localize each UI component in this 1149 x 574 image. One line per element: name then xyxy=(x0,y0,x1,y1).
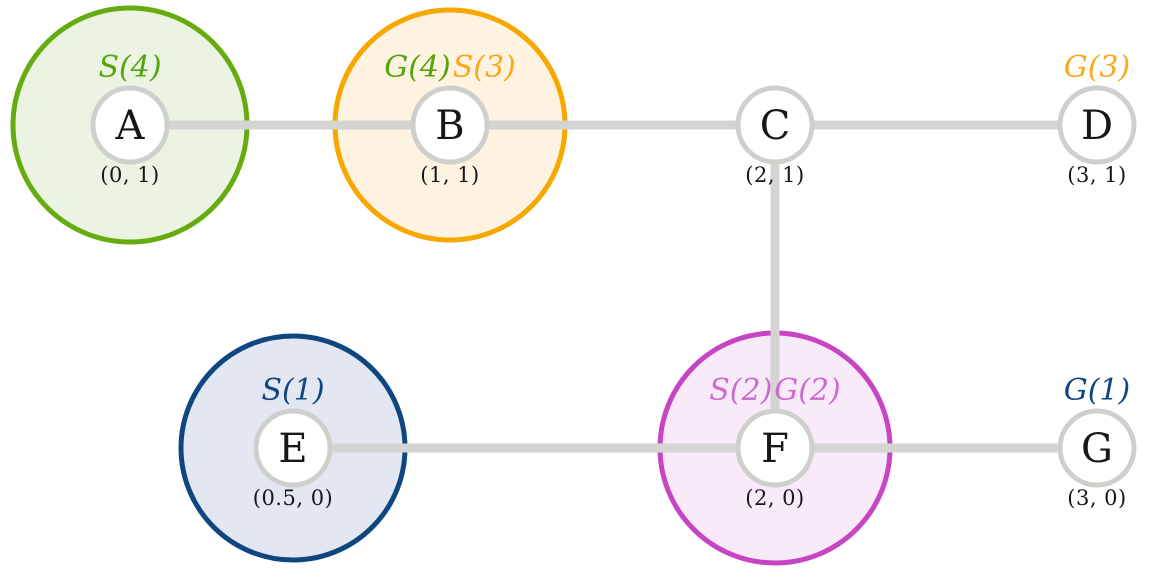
node-coord-d: (3, 1) xyxy=(1067,163,1127,187)
node-tag-g-0: G(1) xyxy=(1063,373,1131,408)
node-coord-b: (1, 1) xyxy=(420,163,480,187)
node-tag-group-f: S(2)G(2) xyxy=(709,376,841,406)
node-circle-g[interactable] xyxy=(1057,408,1137,488)
node-tag-e-0: S(1) xyxy=(261,373,325,408)
node-coord-c: (2, 1) xyxy=(745,163,805,187)
node-circle-b[interactable] xyxy=(410,85,490,165)
node-tag-b-1: S(3) xyxy=(452,50,516,85)
node-tag-group-b: G(4)S(3) xyxy=(384,53,516,83)
node-circles-layer xyxy=(90,85,1137,488)
node-circle-a[interactable] xyxy=(90,85,170,165)
node-coord-f: (2, 0) xyxy=(745,486,805,510)
node-coord-e: (0.5, 0) xyxy=(252,486,334,510)
node-coord-g: (3, 0) xyxy=(1067,486,1127,510)
node-circle-e[interactable] xyxy=(253,408,333,488)
node-circle-d[interactable] xyxy=(1057,85,1137,165)
node-tag-f-0: S(2) xyxy=(709,373,773,408)
halo-circles-layer xyxy=(10,5,1097,566)
node-coord-a: (0, 1) xyxy=(100,163,160,187)
node-tag-f-1: G(2) xyxy=(774,373,841,408)
node-tag-a-0: S(4) xyxy=(98,50,162,85)
node-circle-f[interactable] xyxy=(735,408,815,488)
node-tag-b-0: G(4) xyxy=(384,50,451,85)
node-tag-d-0: G(3) xyxy=(1063,50,1131,85)
node-circle-c[interactable] xyxy=(735,85,815,165)
